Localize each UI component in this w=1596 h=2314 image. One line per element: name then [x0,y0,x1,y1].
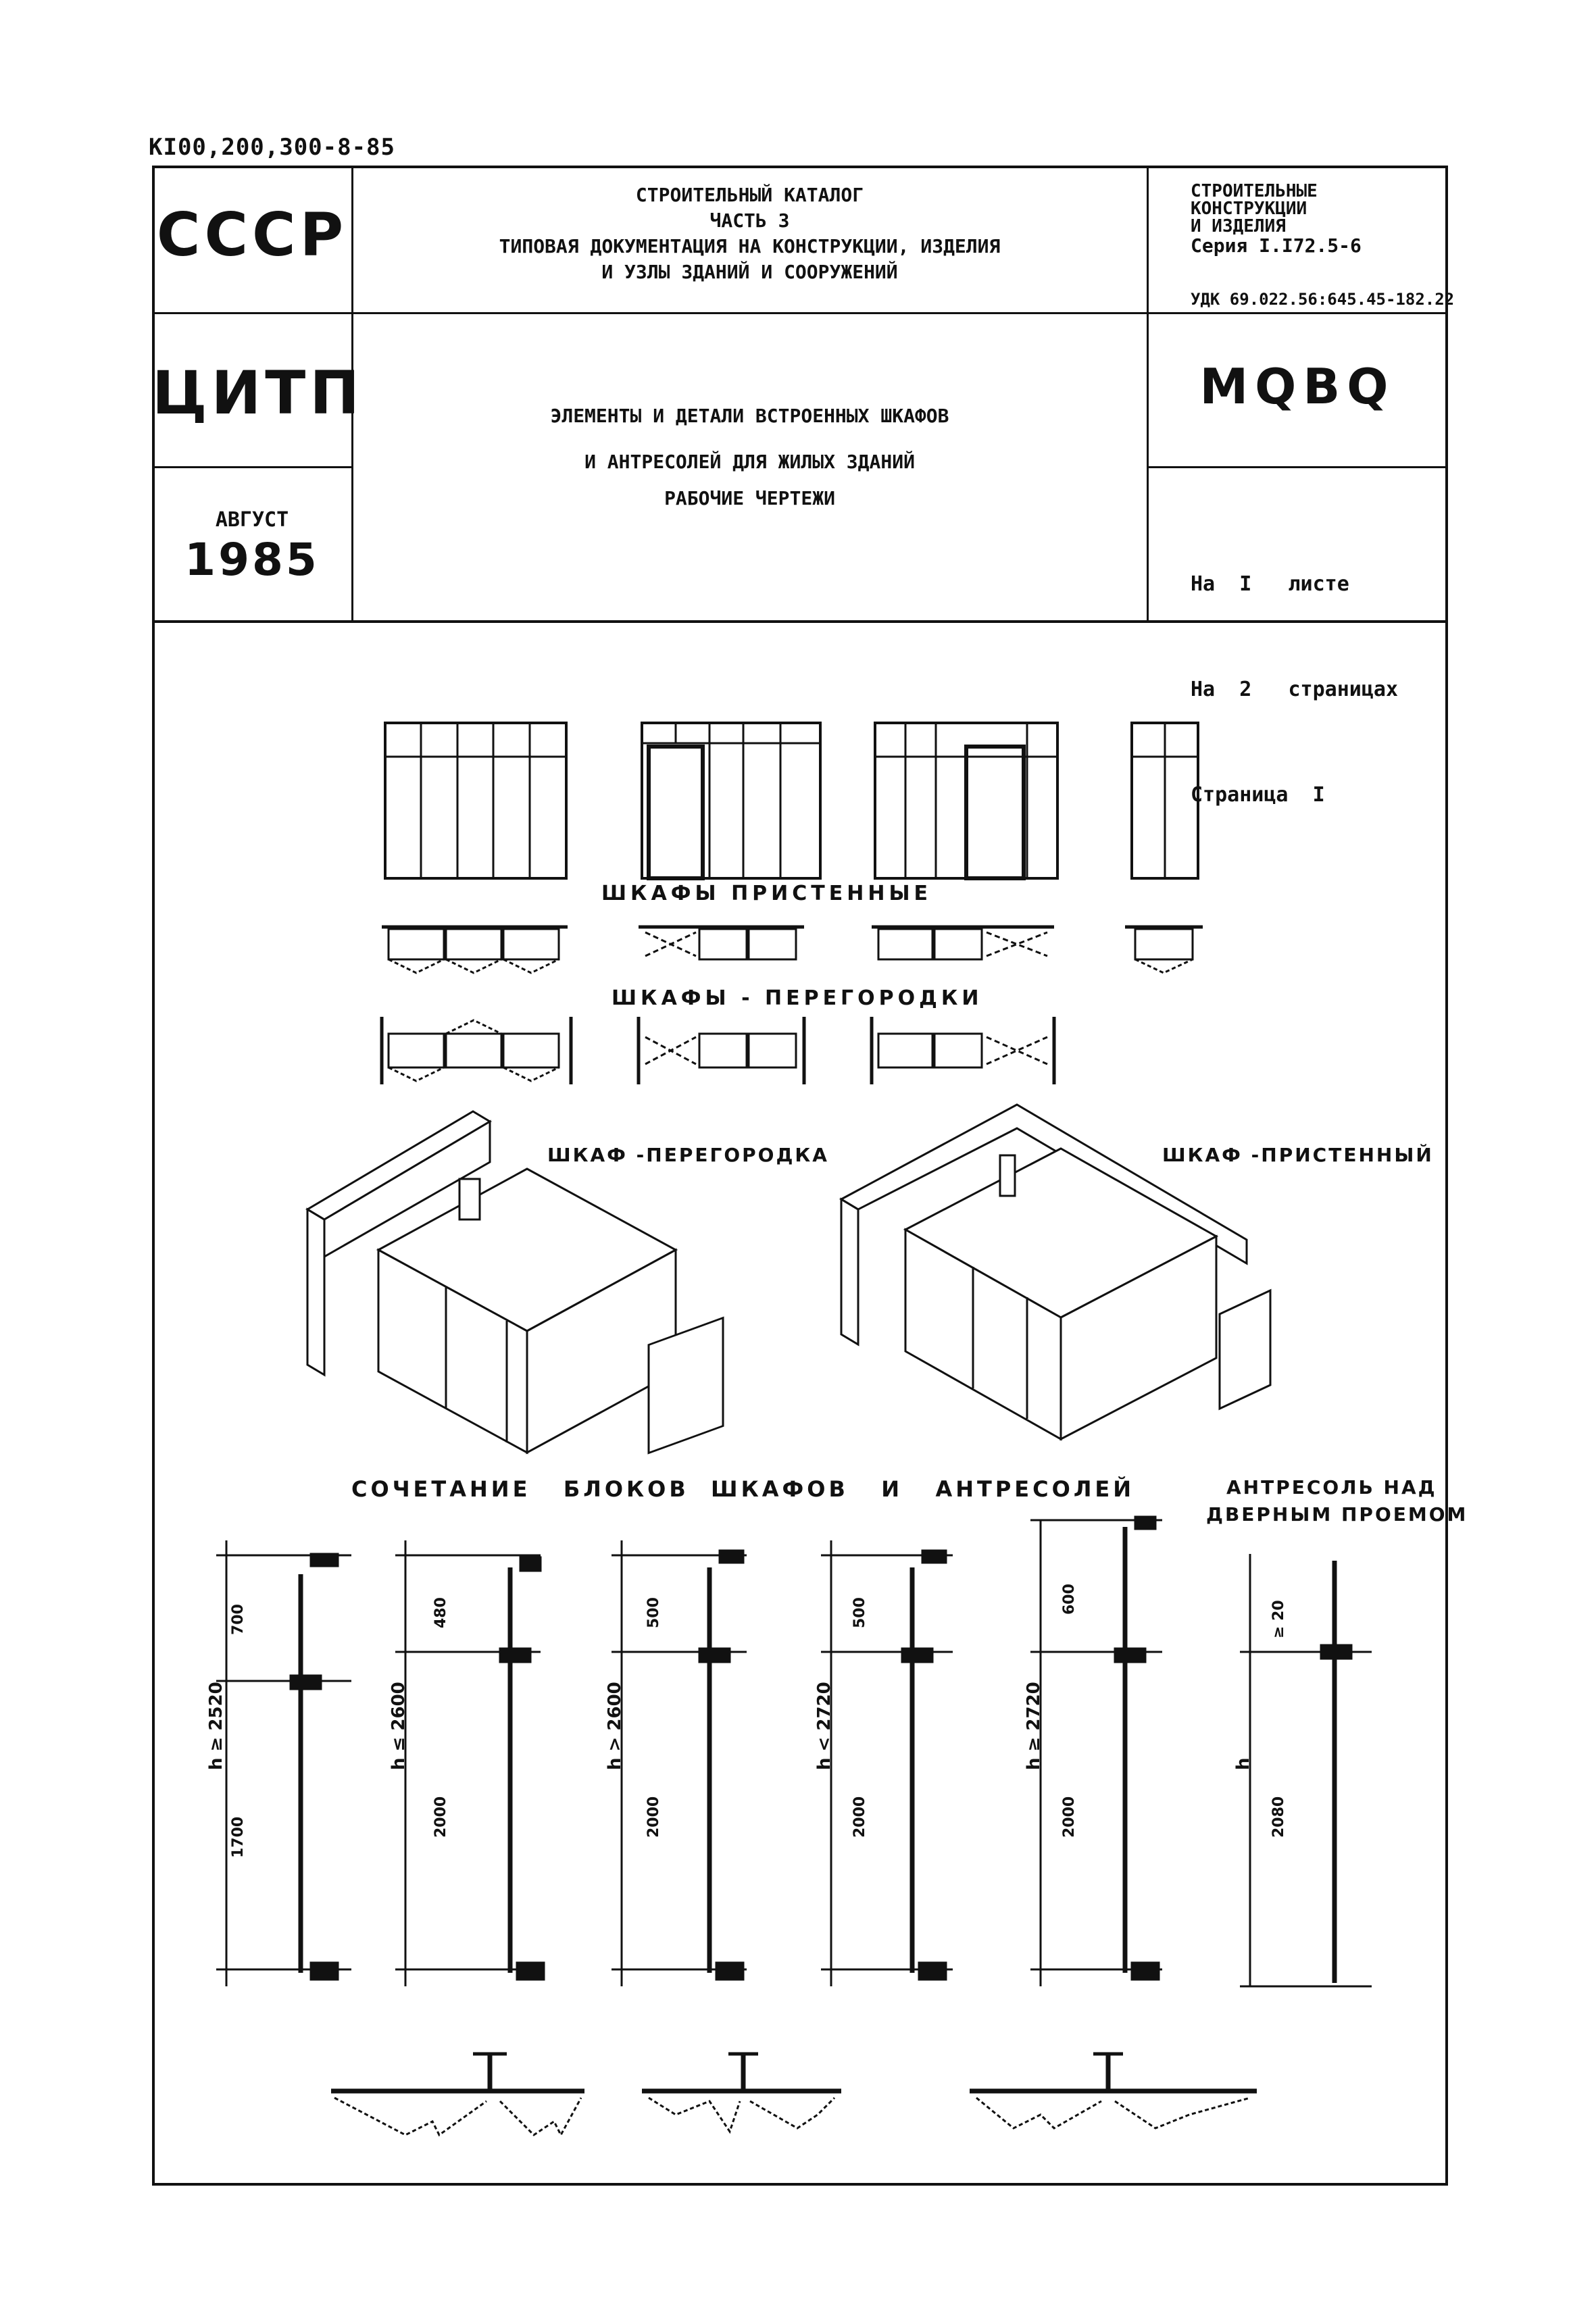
caption-partition-cabinets: ШКАФЫ - ПЕРЕГОРОДКИ [612,986,983,1010]
caption-iso-wall: ШКАФ -ПРИСТЕННЫЙ [1162,1144,1434,1166]
section-1 [216,1540,351,1986]
section-label: СТРОИТЕЛЬНЫЕ КОНСТРУКЦИИ И ИЗДЕЛИЯ Серия… [1191,182,1441,257]
title-line: РАБОЧИЕ ЧЕРТЕЖИ [664,487,835,509]
catalog-line: ТИПОВАЯ ДОКУМЕНТАЦИЯ НА КОНСТРУКЦИИ, ИЗД… [499,235,1001,257]
caption-combination: СОЧЕТАНИЕ БЛОКОВ ШКАФОВ И АНТРЕСОЛЕЙ [351,1476,1135,1502]
divider [152,466,352,468]
catalog-line: ЧАСТЬ 3 [709,209,790,232]
section-line: КОНСТРУКЦИИ [1191,199,1307,219]
caption-iso-partition: ШКАФ -ПЕРЕГОРОДКА [547,1144,829,1166]
section-height-label: h ≥ 2520 [206,1682,226,1770]
elevation-2 [641,722,822,880]
dim-label: 2000 [432,1796,449,1838]
divider [152,312,1448,314]
isometric-partition-cabinet [305,1110,724,1455]
document-title: ЭЛЕМЕНТЫ И ДЕТАЛИ ВСТРОЕННЫХ ШКАФОВ И АН… [353,393,1147,512]
dim-label: 1700 [230,1816,247,1858]
section-6 [1240,1554,1372,1988]
plan-detail-1 [331,2052,584,2138]
issue-month: АВГУСТ [215,508,289,532]
section-3 [612,1540,747,1986]
title-line: ЭЛЕМЕНТЫ И ДЕТАЛИ ВСТРОЕННЫХ ШКАФОВ [550,405,949,427]
caption-antresol-line2: ДВЕРНЫМ ПРОЕМОМ [1206,1503,1468,1526]
sheet-info: На I листе На 2 страницах Страница I [1191,497,1398,848]
dim-label: 600 [1061,1584,1078,1615]
dim-label: 700 [230,1604,247,1635]
document-code: KI00,200,300-8-85 [149,134,395,161]
divider [1147,166,1149,622]
section-height-label: h > 2600 [605,1682,625,1770]
elevation-1 [384,722,568,880]
dim-label: 2000 [1061,1796,1078,1838]
page-number: Страница I [1191,783,1325,807]
plan-detail-2 [642,2052,841,2134]
catalog-line: СТРОИТЕЛЬНЫЙ КАТАЛОГ [635,184,864,206]
divider [351,166,353,622]
sheet-count: На I листе [1191,572,1349,596]
dim-label: 480 [432,1597,449,1628]
page-count: На 2 страницах [1191,678,1399,701]
elevation-3 [874,722,1059,880]
plan-wall-row [382,925,1203,974]
dim-label: ≥ 20 [1270,1600,1287,1638]
section-line: СТРОИТЕЛЬНЫЕ [1191,181,1318,201]
caption-antresol-line1: АНТРЕСОЛЬ НАД [1226,1476,1437,1499]
plan-detail-3 [970,2052,1257,2130]
elevation-4 [1130,722,1199,880]
title-line: И АНТРЕСОЛЕЙ ДЛЯ ЖИЛЫХ ЗДАНИЙ [584,451,915,473]
catalog-code: MQBQ [1199,358,1395,415]
section-5 [1030,1515,1162,1986]
catalog-line: И УЗЛЫ ЗДАНИЙ И СООРУЖЕНИЙ [601,261,898,283]
issue-year: 1985 [184,534,320,586]
dim-label: 2000 [851,1796,868,1838]
plan-partition-row [380,1017,1056,1084]
section-height-label: h ≤ 2600 [389,1682,409,1770]
divider [152,620,1448,623]
dim-label: 500 [851,1597,868,1628]
section-4 [821,1540,953,1986]
isometric-wall-cabinet [839,1103,1272,1441]
dim-label: 500 [645,1597,662,1628]
section-2 [395,1540,545,1986]
section-line: И ИЗДЕЛИЯ [1191,216,1286,236]
series-number: Серия I.I72.5-6 [1191,234,1362,257]
section-height-label: h < 2720 [814,1682,834,1770]
sheet-frame [152,166,1448,2186]
organization-label: ЦИТП [152,358,364,428]
section-height-label: h ≥ 2720 [1024,1682,1044,1770]
caption-wall-cabinets: ШКАФЫ ПРИСТЕННЫЕ [601,882,932,905]
divider [1147,466,1448,468]
dim-label: 2080 [1270,1796,1287,1838]
dim-label: 2000 [645,1796,662,1838]
catalog-header: СТРОИТЕЛЬНЫЙ КАТАЛОГ ЧАСТЬ 3 ТИПОВАЯ ДОК… [353,182,1147,285]
udk-code: УДК 69.022.56:645.45-182.22 [1191,290,1455,309]
country-label: СССР [156,200,348,270]
section-height-label: h [1233,1757,1253,1770]
